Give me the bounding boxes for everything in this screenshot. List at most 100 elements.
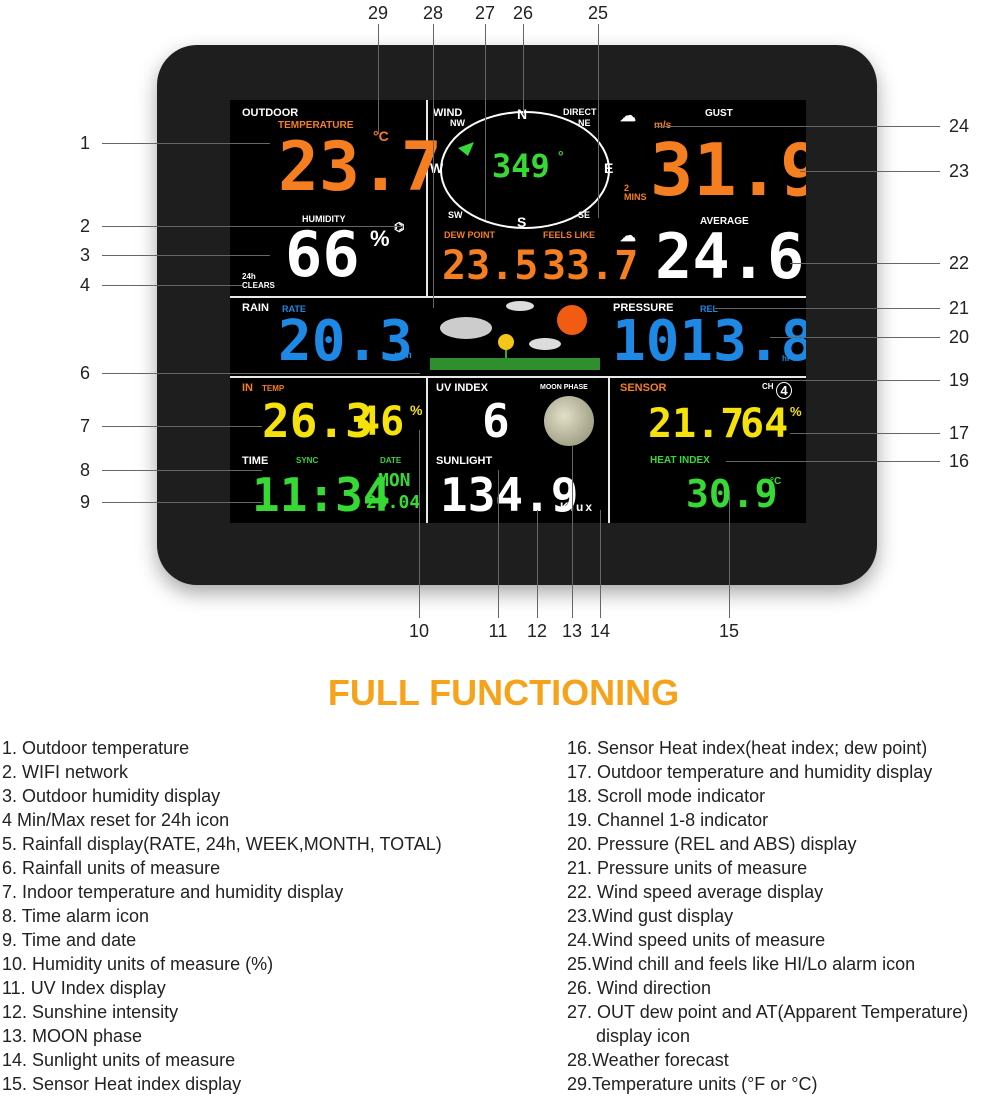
callout-22: 22 xyxy=(948,253,970,273)
leader-line xyxy=(485,24,486,220)
compass-n: N xyxy=(517,106,528,122)
indoor-temp-label: TEMP xyxy=(262,384,285,393)
temp-unit: °C xyxy=(373,128,389,144)
indoor-humidity: 46 xyxy=(356,399,405,445)
callout-24: 24 xyxy=(948,116,970,136)
callout-14: 14 xyxy=(589,621,611,641)
outdoor-label: OUTDOOR xyxy=(242,107,299,119)
callout-4: 4 xyxy=(79,275,90,295)
leader-line xyxy=(600,510,601,618)
pressure-value: 1013.8 xyxy=(612,309,806,374)
leader-line xyxy=(102,226,402,227)
mins-badge: 2 MINS xyxy=(624,183,647,202)
callout-20: 20 xyxy=(948,327,970,347)
degree-unit: ° xyxy=(558,148,564,164)
humidity-unit: % xyxy=(370,226,390,251)
weather-forecast-icon xyxy=(430,301,600,370)
sunlight-label: SUNLIGHT xyxy=(436,455,493,467)
day: MON xyxy=(378,470,411,491)
legend-item: 27. OUT dew point and AT(Apparent Temper… xyxy=(567,1002,969,1022)
legend-item: 4 Min/Max reset for 24h icon xyxy=(2,810,230,830)
outdoor-temp: 23.7 xyxy=(278,128,442,207)
lcd-screen: OUTDOOR TEMPERATURE 23.7 °C HUMIDITY 66 … xyxy=(230,100,806,523)
callout-26: 26 xyxy=(512,3,534,23)
leader-line xyxy=(419,430,420,618)
leader-line xyxy=(790,433,940,434)
callout-3: 3 xyxy=(79,245,90,265)
dew-point-value: 23.5 xyxy=(442,243,539,289)
heat-index-unit: °C xyxy=(770,476,782,487)
sunlight-unit: Klux xyxy=(560,500,595,514)
leader-line xyxy=(729,490,730,618)
rain-rate-label: RATE xyxy=(282,304,306,314)
pressure-rel-label: REL xyxy=(700,304,718,314)
channel-number: 4 xyxy=(776,382,792,399)
heat-index-value: 30.9 xyxy=(686,472,778,516)
legend-item: 22. Wind speed average display xyxy=(567,882,824,902)
divider xyxy=(426,376,428,523)
callout-13: 13 xyxy=(561,621,583,641)
callout-2: 2 xyxy=(79,216,90,236)
gust-value: 31.9 xyxy=(650,128,806,212)
callout-8: 8 xyxy=(79,460,90,480)
legend-right: 16. Sensor Heat index(heat index; dew po… xyxy=(567,736,968,1096)
legend-item: 14. Sunlight units of measure xyxy=(2,1050,236,1070)
compass-w: W xyxy=(430,160,444,176)
legend-item: 18. Scroll mode indicator xyxy=(567,786,766,806)
feels-like-label: FEELS LIKE xyxy=(543,230,596,240)
divider xyxy=(608,376,610,523)
uv-index-value: 6 xyxy=(482,394,510,448)
leader-line xyxy=(102,373,420,374)
uv-index-label: UV INDEX xyxy=(436,382,488,394)
callout-25: 25 xyxy=(587,3,609,23)
average-value: 24.6 xyxy=(655,220,805,293)
leader-line xyxy=(102,143,270,144)
legend-item: 24.Wind speed units of measure xyxy=(567,930,826,950)
clears-24h-icon: 24h CLEARS xyxy=(242,272,275,290)
legend-item: 26. Wind direction xyxy=(567,978,712,998)
leader-line xyxy=(715,308,940,309)
leader-line xyxy=(102,426,262,427)
callout-1: 1 xyxy=(79,133,90,153)
callout-29: 29 xyxy=(367,3,389,23)
leader-line xyxy=(102,470,262,471)
callout-6: 6 xyxy=(79,363,90,383)
legend-item: 1. Outdoor temperature xyxy=(2,738,190,758)
legend-item: 29.Temperature units (°F or °C) xyxy=(567,1074,818,1094)
legend-item: 23.Wind gust display xyxy=(567,906,734,926)
clock: 11:34 xyxy=(252,468,391,522)
wind-compass xyxy=(440,111,610,229)
divider xyxy=(230,376,806,378)
leader-line xyxy=(378,24,379,134)
heat-index-label: HEAT INDEX xyxy=(650,455,710,466)
callout-27: 27 xyxy=(474,3,496,23)
indoor-label: IN xyxy=(242,382,253,394)
callout-28: 28 xyxy=(422,3,444,23)
indoor-temp: 26.3 xyxy=(262,394,373,448)
legend-item: 12. Sunshine intensity xyxy=(2,1002,179,1022)
indoor-humidity-unit: % xyxy=(410,402,423,418)
callout-15: 15 xyxy=(718,621,740,641)
sunlight-value: 134.9 xyxy=(440,468,579,522)
legend-item: 21. Pressure units of measure xyxy=(567,858,808,878)
leader-line xyxy=(790,263,940,264)
divider xyxy=(426,100,428,296)
callout-10: 10 xyxy=(408,621,430,641)
legend-item: 19. Channel 1-8 indicator xyxy=(567,810,769,830)
wifi-icon: ⌬ xyxy=(394,220,405,234)
legend-item: 10. Humidity units of measure (%) xyxy=(2,954,274,974)
time-label: TIME xyxy=(242,455,269,467)
sync-label: SYNC xyxy=(296,456,319,465)
leader-line xyxy=(433,24,434,308)
legend-item: 11. UV Index display xyxy=(2,978,166,998)
callout-9: 9 xyxy=(79,492,90,512)
leader-line xyxy=(770,380,940,381)
average-wind-icon: ☁ xyxy=(620,228,636,245)
date-label: DATE xyxy=(380,456,402,465)
legend-item: 28.Weather forecast xyxy=(567,1050,729,1070)
date: 29.04 xyxy=(366,492,421,513)
legend-item: 3. Outdoor humidity display xyxy=(2,786,221,806)
callout-7: 7 xyxy=(79,416,90,436)
legend-item: 8. Time alarm icon xyxy=(2,906,150,926)
